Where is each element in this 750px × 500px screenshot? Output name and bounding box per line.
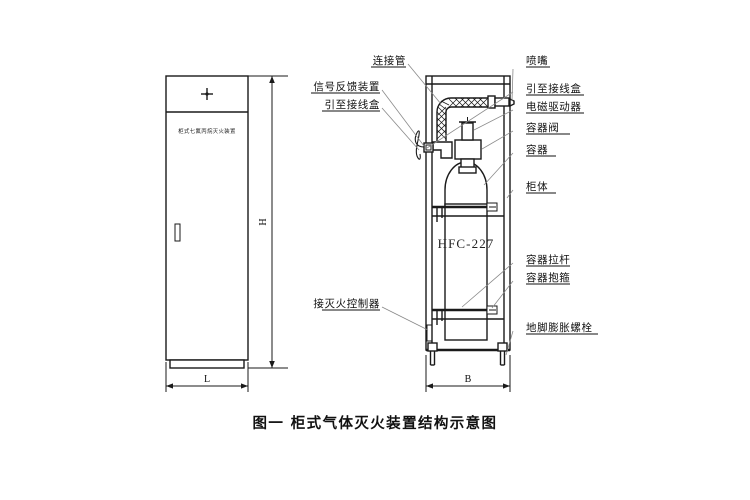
leader-to-junction-box-right <box>426 91 514 149</box>
callout-cabinet-body: 柜体 <box>526 180 556 194</box>
leader-to-junction-box-left <box>381 107 420 151</box>
leader-signal-feedback-device <box>381 89 425 147</box>
nozzle-tip <box>509 97 515 108</box>
callout-labels-left: 连接管 信号反馈装置 引至接线盒 接灭火控制器 <box>311 54 406 311</box>
foot-expansion-bolt-right <box>499 351 506 366</box>
callout-container-valve-label: 容器阀 <box>526 121 559 134</box>
container-valve-collar <box>458 166 477 174</box>
callout-nozzle-label: 喷嘴 <box>526 55 548 67</box>
left-width-dimension: L <box>165 362 249 392</box>
base-foot-left <box>427 342 438 352</box>
callout-labels-right: 喷嘴 引至接线盒 电磁驱动器 容器阀 容器 柜体 <box>526 55 598 335</box>
h-arrow-bottom <box>269 361 275 368</box>
leader-to-fire-controller <box>381 306 429 331</box>
leader-foot-expansion-bolt <box>505 330 514 356</box>
leader-container-tie-rod <box>461 262 514 308</box>
callout-container-label: 容器 <box>526 143 548 156</box>
callout-signal-feedback-device: 信号反馈装置 <box>311 80 380 94</box>
fire-controller-port <box>426 324 433 342</box>
container-valve-assembly <box>454 117 482 174</box>
leader-nozzle <box>511 68 514 102</box>
left-cabinet-outline <box>165 75 249 361</box>
callout-to-junction-box-right-label: 引至接线盒 <box>526 82 582 95</box>
callout-container-valve: 容器阀 <box>526 121 570 135</box>
container-cylinder: HFC-227 <box>438 161 495 341</box>
right-width-dimension: B <box>425 355 511 392</box>
base-foot-right <box>497 342 508 352</box>
callout-container-tie-rod: 容器拉杆 <box>526 253 570 267</box>
callout-foot-expansion-bolt: 地脚膨胀螺栓 <box>526 321 598 335</box>
leader-container-valve <box>481 130 514 150</box>
b-dim-label: B <box>465 374 472 385</box>
leader-cabinet-body <box>506 189 514 199</box>
b-arrow-left <box>426 383 433 389</box>
hose-outline-outer <box>436 97 489 141</box>
callout-to-junction-box-right: 引至接线盒 <box>526 82 584 96</box>
b-arrow-right <box>503 383 510 389</box>
right-cabinet-view: HFC-227 <box>414 75 515 366</box>
callout-to-fire-controller: 接灭火控制器 <box>313 297 380 311</box>
leader-container-clamp <box>491 280 514 309</box>
nozzle-body <box>494 97 510 107</box>
callout-connecting-pipe-label: 连接管 <box>373 54 406 67</box>
h-arrow-top <box>269 76 275 83</box>
l-dim-label: L <box>204 374 210 385</box>
connecting-pipe-hose <box>436 95 496 141</box>
callout-container-clamp-label: 容器抱箍 <box>526 271 570 284</box>
height-dimension: H <box>248 75 288 369</box>
hose-outline-inner <box>445 106 489 141</box>
leader-solenoid-actuator <box>473 109 514 131</box>
left-cabinet-door-handle <box>174 223 181 242</box>
signal-cable <box>414 130 425 160</box>
left-cabinet-face-text: 柜式七氟丙烷灭火装置 <box>178 127 236 135</box>
callout-connecting-pipe: 连接管 <box>371 54 406 68</box>
left-cabinet-view: 柜式七氟丙烷灭火装置 <box>165 75 249 369</box>
callout-container-tie-rod-label: 容器拉杆 <box>526 253 570 266</box>
leader-lines-right <box>426 68 514 356</box>
callout-nozzle: 喷嘴 <box>526 55 550 68</box>
solenoid-actuator-body <box>461 122 474 141</box>
nozzle-top-cross-icon <box>201 88 213 100</box>
container-label-text: HFC-227 <box>438 236 495 251</box>
leader-container <box>483 152 514 186</box>
container-valve-body <box>454 139 482 160</box>
callout-foot-expansion-bolt-label: 地脚膨胀螺栓 <box>526 321 593 334</box>
callout-solenoid-actuator-label: 电磁驱动器 <box>526 100 582 113</box>
hose-braid-pattern <box>436 97 489 140</box>
figure-caption: 图一 柜式气体灭火装置结构示意图 <box>252 416 498 432</box>
callout-to-junction-box-left-label: 引至接线盒 <box>325 98 381 111</box>
callout-container: 容器 <box>526 143 556 157</box>
callout-cabinet-body-label: 柜体 <box>526 180 548 193</box>
upper-container-clamp-group <box>432 202 504 222</box>
callout-to-fire-controller-label: 接灭火控制器 <box>313 297 380 310</box>
l-arrow-right <box>241 383 248 389</box>
cabinet-base <box>426 342 510 366</box>
container-barrel <box>444 203 488 341</box>
h-dim-label: H <box>258 218 269 225</box>
left-cabinet-plinth <box>169 359 245 369</box>
leader-lines-left <box>381 63 442 331</box>
l-arrow-left <box>166 383 173 389</box>
callout-container-clamp: 容器抱箍 <box>526 271 570 285</box>
lower-container-clamp-group <box>432 305 504 325</box>
callout-signal-feedback-device-label: 信号反馈装置 <box>313 80 380 93</box>
leader-connecting-pipe <box>407 63 442 105</box>
callout-to-junction-box-left: 引至接线盒 <box>322 98 381 112</box>
nozzle-assembly <box>494 97 515 108</box>
foot-expansion-bolt-left <box>429 351 436 366</box>
callout-solenoid-actuator: 电磁驱动器 <box>526 100 584 114</box>
